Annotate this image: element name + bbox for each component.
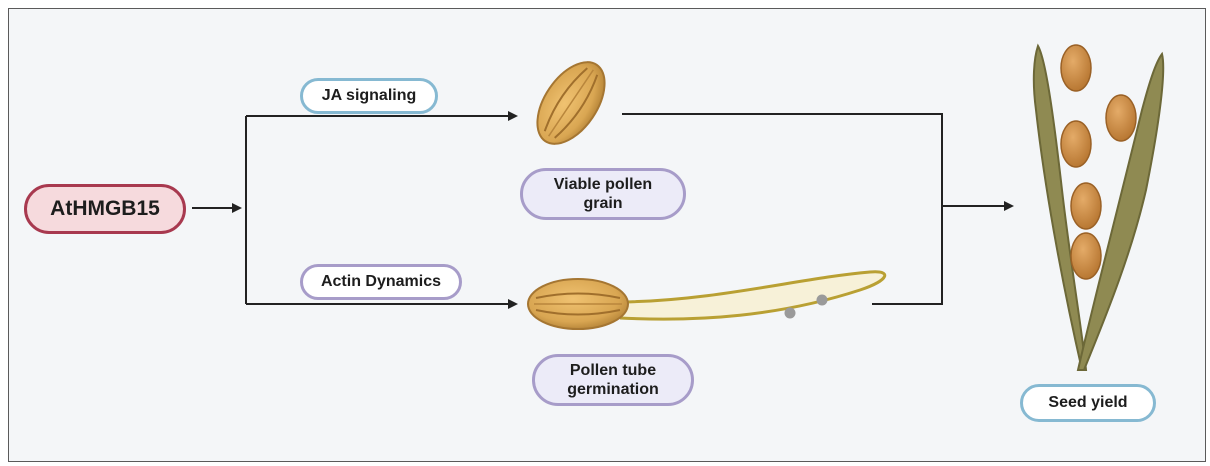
seed-pod-icon	[1034, 45, 1163, 370]
ja-signaling-label: JA signaling	[300, 78, 438, 114]
actin-dynamics-label: Actin Dynamics	[300, 264, 462, 300]
germinating-pollen-tube-icon	[528, 272, 885, 329]
gene-node-athmgb15: AtHMGB15	[24, 184, 186, 234]
pollen-grain-icon	[524, 50, 619, 155]
pollen-tube-germination-label: Pollen tube germination	[532, 354, 694, 406]
viable-pollen-grain-label: Viable pollen grain	[520, 168, 686, 220]
seed-yield-label: Seed yield	[1020, 384, 1156, 422]
